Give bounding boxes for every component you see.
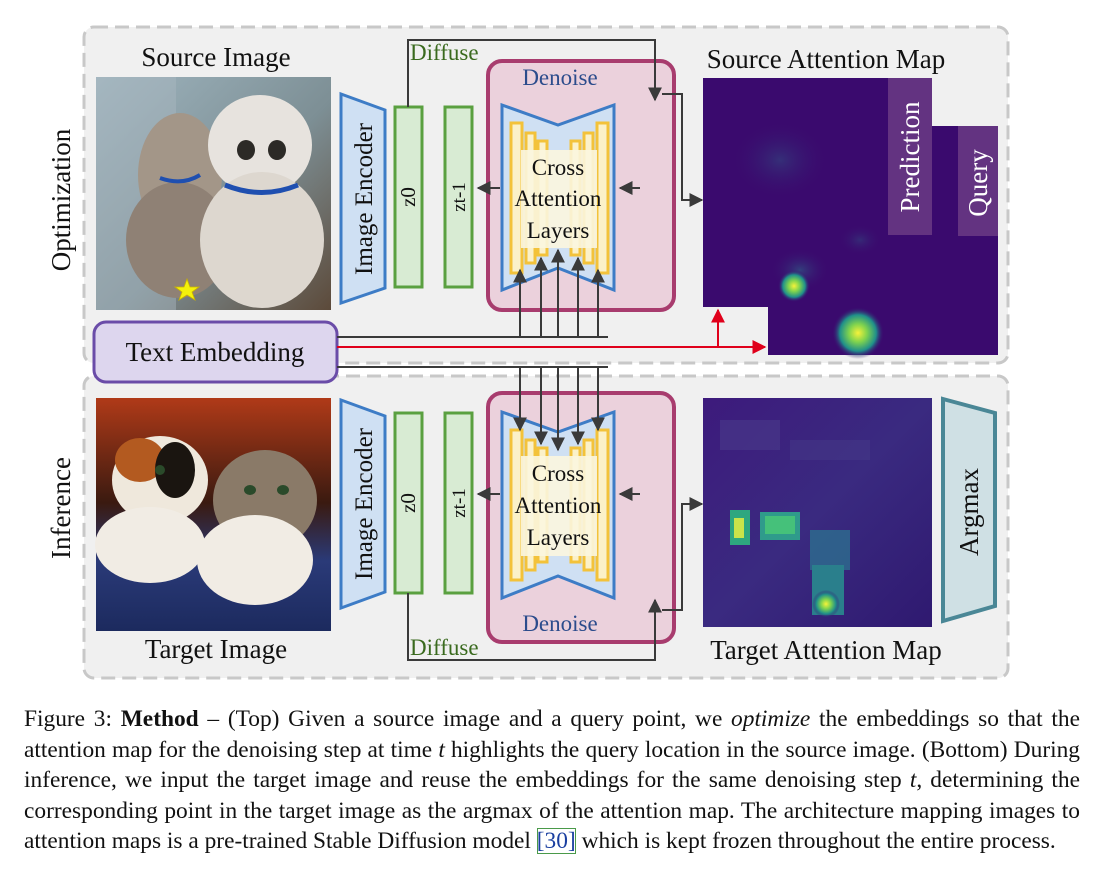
- diffuse-bottom-label: Diffuse: [410, 635, 479, 660]
- target-image-title: Target Image: [145, 634, 287, 664]
- z0-bottom-label: z0: [396, 493, 420, 513]
- query-star-icon: [173, 277, 201, 301]
- caption-text-4: , determining the corresponding point in…: [24, 767, 1080, 854]
- text-embedding-box: [92, 320, 339, 384]
- caption-italic-optimize: optimize: [731, 706, 811, 732]
- prediction-label: Prediction: [895, 101, 925, 212]
- latent-zt1-bottom: [443, 411, 474, 595]
- caption-text-5: which is kept frozen throughout the enti…: [575, 828, 1056, 854]
- argmax-box: [941, 396, 997, 624]
- arrow-to-source-map: [662, 93, 704, 207]
- attention-bottom: Attention: [515, 493, 602, 518]
- embedding-connections: [337, 248, 608, 452]
- caption-var-t2: t: [909, 767, 917, 793]
- image-encoder-top-label: Image Encoder: [351, 122, 378, 275]
- denoise-top-label: Denoise: [522, 65, 597, 90]
- target-attention-map-title: Target Attention Map: [710, 635, 942, 665]
- diffuse-top-label: Diffuse: [410, 40, 479, 65]
- caption-text-3: highlights the query location in the sou…: [24, 736, 1080, 794]
- argmax-label: Argmax: [954, 468, 984, 556]
- caption-figure-label: Figure 3:: [24, 706, 112, 732]
- caption-var-t1: t: [438, 736, 445, 763]
- caption-text-1: – (Top) Given a source image and a query…: [198, 706, 732, 732]
- source-image: [96, 77, 331, 310]
- caption-text-2: the embeddings so that the attention map…: [24, 706, 1080, 763]
- layers-top: Layers: [527, 218, 590, 243]
- diffuse-arrow-bottom: [407, 593, 662, 661]
- target-attention-map: [703, 398, 932, 627]
- target-image: [95, 398, 331, 631]
- source-image-title: Source Image: [141, 42, 290, 72]
- optimization-label: Optimization: [46, 128, 76, 271]
- image-encoder-bottom-label: Image Encoder: [351, 427, 378, 580]
- zt1-bottom-label: zt-1: [449, 488, 470, 518]
- query-label: Query: [963, 149, 993, 217]
- attention-top: Attention: [515, 186, 602, 211]
- cross-top: Cross: [532, 155, 584, 180]
- method-diagram: Optimization Inference Source Image Targ…: [46, 25, 1010, 680]
- image-encoder-bottom: [339, 397, 387, 611]
- latent-z0-bottom: [393, 411, 424, 595]
- denoise-bottom-label: Denoise: [522, 611, 597, 636]
- z0-top-label: z0: [396, 187, 420, 207]
- figure-caption: Figure 3: Method – (Top) Given a source …: [24, 704, 1080, 857]
- latent-zt1-top: [443, 105, 474, 289]
- prediction-map: Prediction: [703, 78, 932, 307]
- layers-bottom: Layers: [527, 525, 590, 550]
- image-encoder-top: [339, 91, 387, 306]
- zt1-top-label: zt-1: [449, 182, 470, 212]
- inference-label: Inference: [46, 457, 76, 559]
- diffuse-arrow-top: [407, 39, 662, 107]
- citation-link[interactable]: [30]: [536, 828, 576, 854]
- text-embedding-label: Text Embedding: [126, 337, 305, 367]
- caption-title: Method: [120, 706, 199, 732]
- source-attention-map-title: Source Attention Map: [707, 44, 945, 74]
- cross-bottom: Cross: [532, 461, 584, 486]
- arrow-to-target-map: [662, 497, 704, 611]
